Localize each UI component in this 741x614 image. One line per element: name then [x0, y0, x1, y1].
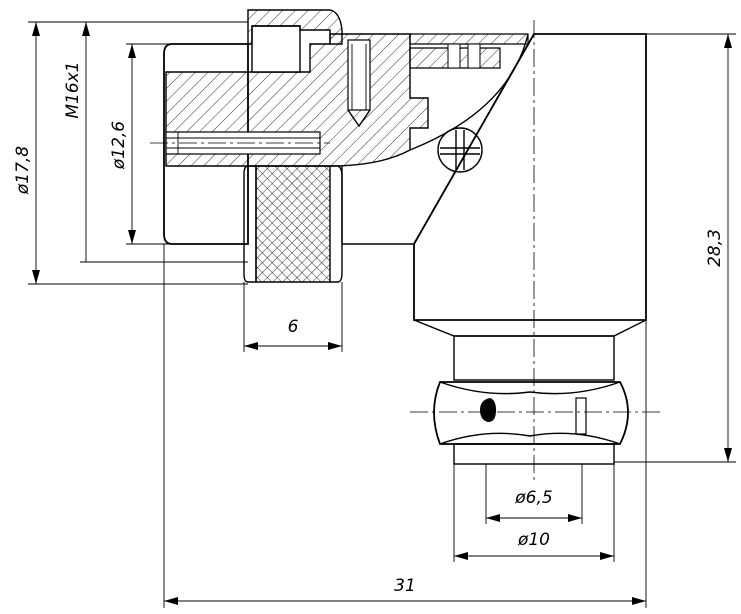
dim-nut-width: 6: [288, 317, 299, 337]
connector-body: [163, 9, 647, 465]
dimension-labels: ø17,8 M16x1 ø12,6 6 28,3 ø6,5 ø10 31: [13, 61, 725, 596]
dim-height: 28,3: [705, 229, 725, 267]
dim-cable-inner-diameter: ø6,5: [514, 488, 552, 508]
dim-length: 31: [394, 576, 416, 596]
dimension-lines: [28, 21, 736, 608]
dim-outer-diameter: ø17,8: [13, 146, 33, 195]
dim-cable-outer-diameter: ø10: [517, 530, 550, 550]
center-lines: [150, 20, 660, 480]
dim-thread: M16x1: [63, 61, 83, 118]
dim-inner-diameter: ø12,6: [109, 121, 129, 170]
